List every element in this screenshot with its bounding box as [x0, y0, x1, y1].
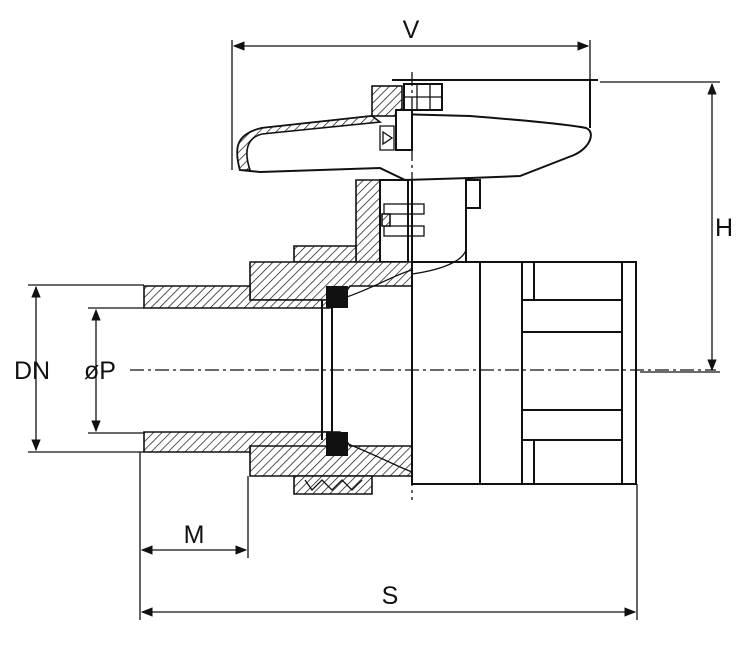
valve-handle [236, 79, 598, 182]
label-p: øP [84, 357, 116, 385]
label-s: S [382, 582, 399, 610]
dimension-s [140, 484, 638, 620]
label-m: M [184, 521, 205, 549]
valve-body-right [411, 249, 637, 485]
dimension-v [231, 40, 591, 170]
stem-housing [293, 179, 481, 263]
label-v: V [403, 16, 420, 44]
dimension-h [600, 81, 720, 373]
union-section [143, 261, 413, 495]
label-h: H [715, 214, 733, 242]
dimension-p [88, 307, 144, 434]
dimension-m [139, 452, 249, 620]
dimension-dn [28, 284, 144, 453]
label-dn: DN [14, 357, 50, 385]
